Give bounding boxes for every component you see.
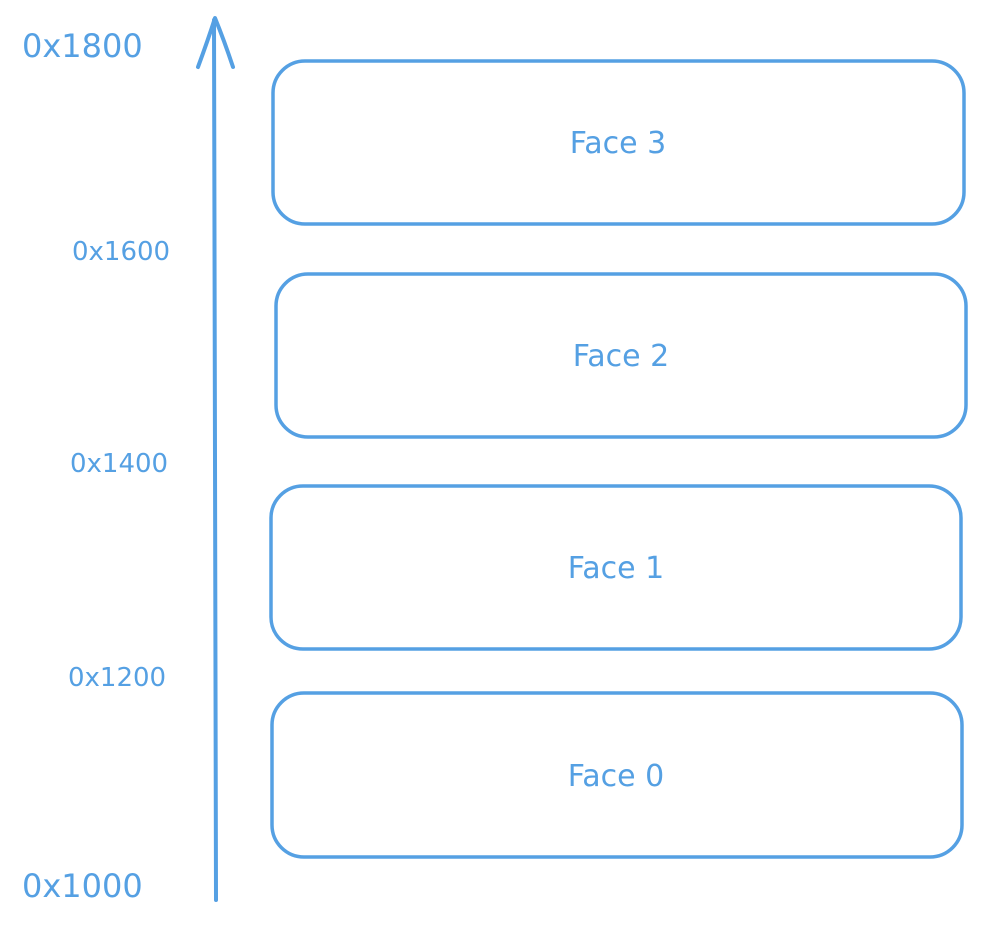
axis-label-bottom: 0x1000 [22,867,143,905]
axis-label: 0x1400 [70,449,168,479]
face-block-2: Face 2 [274,272,968,439]
face-label: Face 0 [568,759,664,794]
axis-label: 0x1600 [72,237,170,267]
arrow-head-icon [196,16,235,69]
axis-label: 0x1200 [68,663,166,693]
axis-arrow-line [212,18,218,902]
face-block-3: Face 3 [271,59,966,226]
axis-label-top: 0x1800 [22,27,143,65]
face-label: Face 3 [570,126,666,161]
face-block-0: Face 0 [270,691,964,859]
face-label: Face 2 [573,339,669,374]
address-axis: 0x1800 0x1600 0x1400 0x1200 0x1000 [22,16,235,905]
face-block-1: Face 1 [269,484,963,651]
face-label: Face 1 [568,551,664,586]
